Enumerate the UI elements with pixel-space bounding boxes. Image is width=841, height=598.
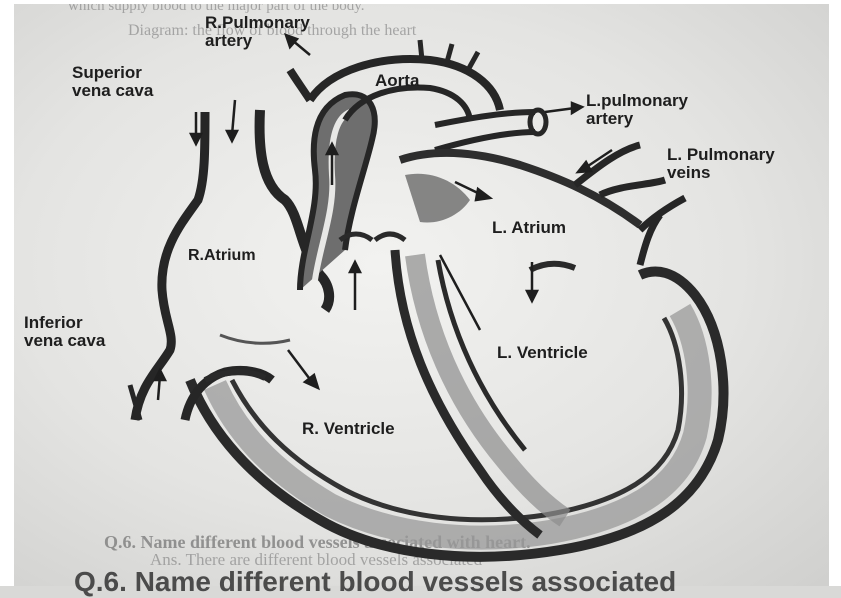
label-l-pulmonary-artery: L.pulmonary artery [586, 92, 688, 128]
right-pulmonary-artery-branch [290, 70, 310, 100]
left-pulmonary-vein-3 [640, 198, 685, 230]
arrow-left-pulmonary-out-head [572, 103, 582, 113]
label-superior-vena-cava: Superior vena cava [72, 64, 153, 100]
left-pulmonary-vein-2 [600, 180, 665, 195]
aorta-branch-2 [447, 44, 452, 62]
left-pulmonary-artery-opening [530, 110, 546, 134]
label-inferior-vena-cava-line2: vena cava [24, 332, 105, 350]
pulmonary-valve [340, 234, 372, 240]
arrow-pulmonary-veins-in-head [578, 162, 591, 172]
label-l-pulmonary-artery-line1: L.pulmonary [586, 92, 688, 110]
label-l-pulmonary-veins: L. Pulmonary veins [667, 146, 775, 182]
label-superior-vena-cava-line1: Superior [72, 64, 153, 82]
photo-frame-right [829, 0, 841, 586]
left-pulmonary-artery-tube [435, 112, 535, 125]
label-inferior-vena-cava: Inferior vena cava [24, 314, 105, 350]
superior-vena-cava-left-wall [135, 112, 205, 420]
arrow-svc-down-2-head [227, 131, 237, 141]
tricuspid-valve [205, 372, 265, 380]
aortic-valve [375, 234, 405, 240]
label-r-pulmonary-artery: R.Pulmonary artery [205, 14, 310, 50]
label-r-ventricle: R. Ventricle [302, 420, 395, 438]
left-pulmonary-artery-tube-lower [435, 132, 535, 150]
aorta-branch-1 [420, 40, 422, 60]
arrow-r-ventricle [288, 350, 312, 382]
label-r-pulmonary-artery-line2: artery [205, 32, 310, 50]
photo-frame-left [0, 0, 14, 586]
mitral-valve [530, 264, 575, 270]
arrow-into-l-atrium-head [476, 189, 490, 200]
label-l-atrium: L. Atrium [492, 219, 566, 237]
label-superior-vena-cava-line2: vena cava [72, 82, 153, 100]
aorta-branch-3 [468, 52, 478, 70]
label-inferior-vena-cava-line1: Inferior [24, 314, 105, 332]
arrow-atrium-to-ventricle-head [350, 262, 360, 272]
label-aorta: Aorta [375, 72, 419, 90]
arrow-svc-down-1-head [191, 134, 201, 144]
photo-frame-top [0, 0, 841, 4]
arrow-l-atrium-down-head [527, 291, 537, 301]
label-r-pulmonary-artery-line1: R.Pulmonary [205, 14, 310, 32]
left-atrium-stipple [405, 174, 470, 223]
label-l-pulmonary-veins-line1: L. Pulmonary [667, 146, 775, 164]
arrow-left-pulmonary-out [545, 108, 575, 112]
label-l-pulmonary-artery-line2: artery [586, 110, 688, 128]
label-l-ventricle: L. Ventricle [497, 344, 588, 362]
right-atrium-wall [220, 335, 290, 343]
label-l-pulmonary-veins-line2: veins [667, 164, 775, 182]
label-r-atrium: R.Atrium [188, 248, 256, 265]
